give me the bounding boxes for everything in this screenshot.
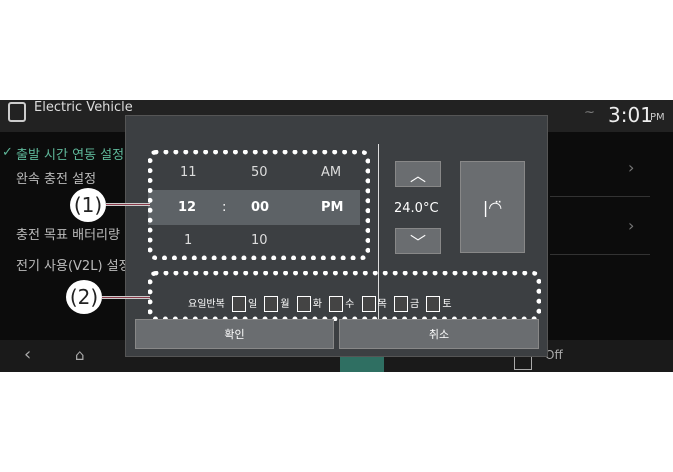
nav-active-tab[interactable] bbox=[340, 357, 384, 372]
off-label: Off bbox=[545, 348, 563, 362]
temperature-value: 24.0°C bbox=[394, 201, 439, 216]
callout-1-line bbox=[106, 203, 150, 206]
day-checkbox-sat[interactable] bbox=[426, 296, 441, 312]
chevron-up-icon: ︿ bbox=[409, 166, 426, 185]
minute-prev[interactable]: 50 bbox=[251, 165, 268, 180]
day-checkbox-thu[interactable] bbox=[361, 296, 376, 312]
day-label: 토 bbox=[442, 299, 452, 310]
time-picker[interactable] bbox=[148, 150, 370, 260]
day-checkbox-fri[interactable] bbox=[393, 296, 408, 312]
chevron-right-icon[interactable]: › bbox=[628, 158, 635, 177]
day-repeat-area bbox=[148, 271, 541, 321]
day-checkbox-tue[interactable] bbox=[296, 296, 311, 312]
day-checkbox-wed[interactable] bbox=[329, 296, 344, 312]
callout-2: (2) bbox=[66, 280, 102, 314]
profile-icon[interactable] bbox=[8, 102, 26, 122]
period-selected[interactable]: PM bbox=[321, 200, 344, 215]
list-item-slow-charge[interactable]: 완속 충전 설정 bbox=[16, 172, 97, 187]
day-label: 수 bbox=[345, 299, 355, 310]
day-label: 일 bbox=[248, 299, 258, 310]
selected-time-row bbox=[148, 190, 360, 225]
clock-ampm: PM bbox=[650, 112, 665, 123]
day-checkbox-mon[interactable] bbox=[264, 296, 279, 312]
hour-prev[interactable]: 11 bbox=[180, 165, 197, 180]
hour-selected[interactable]: 12 bbox=[178, 200, 197, 215]
day-label: 월 bbox=[280, 299, 290, 310]
temp-up-button[interactable]: ︿ bbox=[395, 161, 441, 187]
departure-time-dialog: 11 50 AM 12 : 00 PM 1 10 ︿ 24.0°C ﹀ |◠̈ … bbox=[125, 115, 548, 357]
temp-down-button[interactable]: ﹀ bbox=[395, 228, 441, 254]
defrost-icon: |◠̈ bbox=[482, 197, 503, 217]
divider bbox=[550, 254, 650, 255]
minute-next[interactable]: 10 bbox=[251, 233, 268, 248]
day-checkbox-sun[interactable] bbox=[232, 296, 246, 312]
header-title: Electric Vehicle bbox=[34, 100, 133, 115]
minute-selected[interactable]: 00 bbox=[251, 200, 270, 215]
vertical-divider bbox=[378, 144, 379, 322]
repeat-label: 요일반복 bbox=[188, 299, 225, 310]
chevron-down-icon: ﹀ bbox=[409, 233, 426, 252]
cancel-button[interactable]: 취소 bbox=[339, 319, 539, 349]
home-icon[interactable]: ⌂ bbox=[75, 346, 85, 364]
day-label: 금 bbox=[409, 299, 420, 310]
day-label: 목 bbox=[377, 299, 387, 310]
defrost-button[interactable]: |◠̈ bbox=[460, 161, 525, 253]
divider bbox=[550, 196, 650, 197]
period-prev[interactable]: AM bbox=[321, 165, 342, 180]
signal-icon: ⁓ bbox=[585, 108, 594, 118]
hour-next[interactable]: 1 bbox=[184, 233, 193, 248]
confirm-button[interactable]: 확인 bbox=[135, 319, 334, 349]
time-separator: : bbox=[222, 200, 227, 215]
list-item-v2l[interactable]: 전기 사용(V2L) 설정 bbox=[16, 259, 131, 274]
back-icon[interactable]: ‹ bbox=[24, 344, 32, 365]
check-icon: ✓ bbox=[2, 145, 13, 160]
day-label: 화 bbox=[312, 299, 322, 310]
day-repeat-row: 요일반복 일 월 화 수 목 금 토 bbox=[188, 295, 452, 312]
clock-time: 3:01 bbox=[608, 103, 653, 127]
callout-1: (1) bbox=[70, 188, 106, 222]
callout-2-line bbox=[102, 296, 150, 299]
list-item-battery-target[interactable]: 충전 목표 배터리량 bbox=[16, 228, 120, 243]
list-item-departure[interactable]: 출발 시간 연동 설정 bbox=[16, 148, 125, 163]
chevron-right-icon[interactable]: › bbox=[628, 216, 635, 235]
